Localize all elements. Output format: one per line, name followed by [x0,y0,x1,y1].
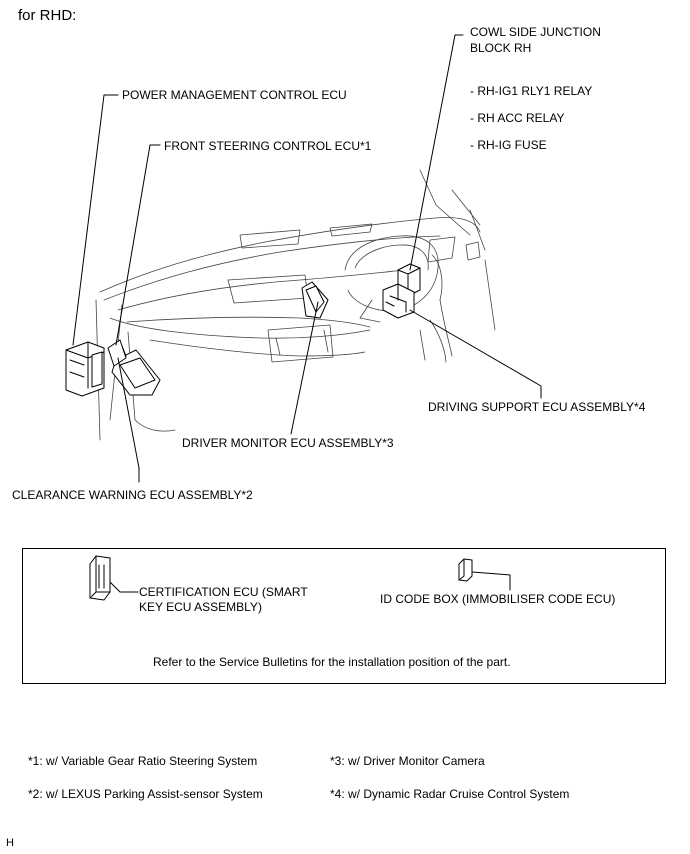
label-clearance-warning-ecu: CLEARANCE WARNING ECU ASSEMBLY*2 [12,488,253,502]
footnote-4: *4: w/ Dynamic Radar Cruise Control Syst… [330,787,570,801]
label-driving-support-ecu: DRIVING SUPPORT ECU ASSEMBLY*4 [428,400,646,414]
footnote-2: *2: w/ LEXUS Parking Assist-sensor Syste… [28,787,263,801]
leader-clearance-warning [117,357,140,483]
leader-driving-support [409,309,542,399]
label-rh-ig1-rly1-relay: - RH-IG1 RLY1 RELAY [470,84,593,98]
label-cowl-side-junction-line2: BLOCK RH [470,41,532,55]
leader-id-code-box [471,571,511,591]
label-cowl-side-junction-line1: COWL SIDE JUNCTION [470,25,601,39]
leader-driver-monitor [290,301,319,435]
footnote-1: *1: w/ Variable Gear Ratio Steering Syst… [28,754,258,768]
certification-ecu-shape [89,555,111,601]
label-rh-acc-relay: - RH ACC RELAY [470,111,565,125]
id-code-box-shape [458,558,473,582]
driver-monitor-ecu-shape [301,281,329,319]
power-management-ecu-shape [65,341,105,397]
leader-power-management [72,94,119,346]
footnote-3: *3: w/ Driver Monitor Camera [330,754,485,768]
corner-mark: H [6,837,14,849]
label-id-code-box: ID CODE BOX (IMMOBILISER CODE ECU) [380,592,616,606]
dashboard-outline [95,169,496,441]
label-front-steering-control-ecu: FRONT STEERING CONTROL ECU*1 [164,139,372,153]
label-power-management-control-ecu: POWER MANAGEMENT CONTROL ECU [122,88,347,102]
label-rh-ig-fuse: - RH-IG FUSE [470,138,547,152]
leader-cowl-junction [409,34,464,271]
box-note: Refer to the Service Bulletins for the i… [153,655,511,669]
leader-certification [109,581,139,593]
label-certification-ecu-line2: KEY ECU ASSEMBLY) [139,600,262,614]
label-certification-ecu-line1: CERTIFICATION ECU (SMART [139,585,308,599]
label-driver-monitor-ecu: DRIVER MONITOR ECU ASSEMBLY*3 [182,436,394,450]
additional-parts-box [22,548,666,684]
leader-front-steering [115,144,161,346]
page-header: for RHD: [18,7,77,24]
